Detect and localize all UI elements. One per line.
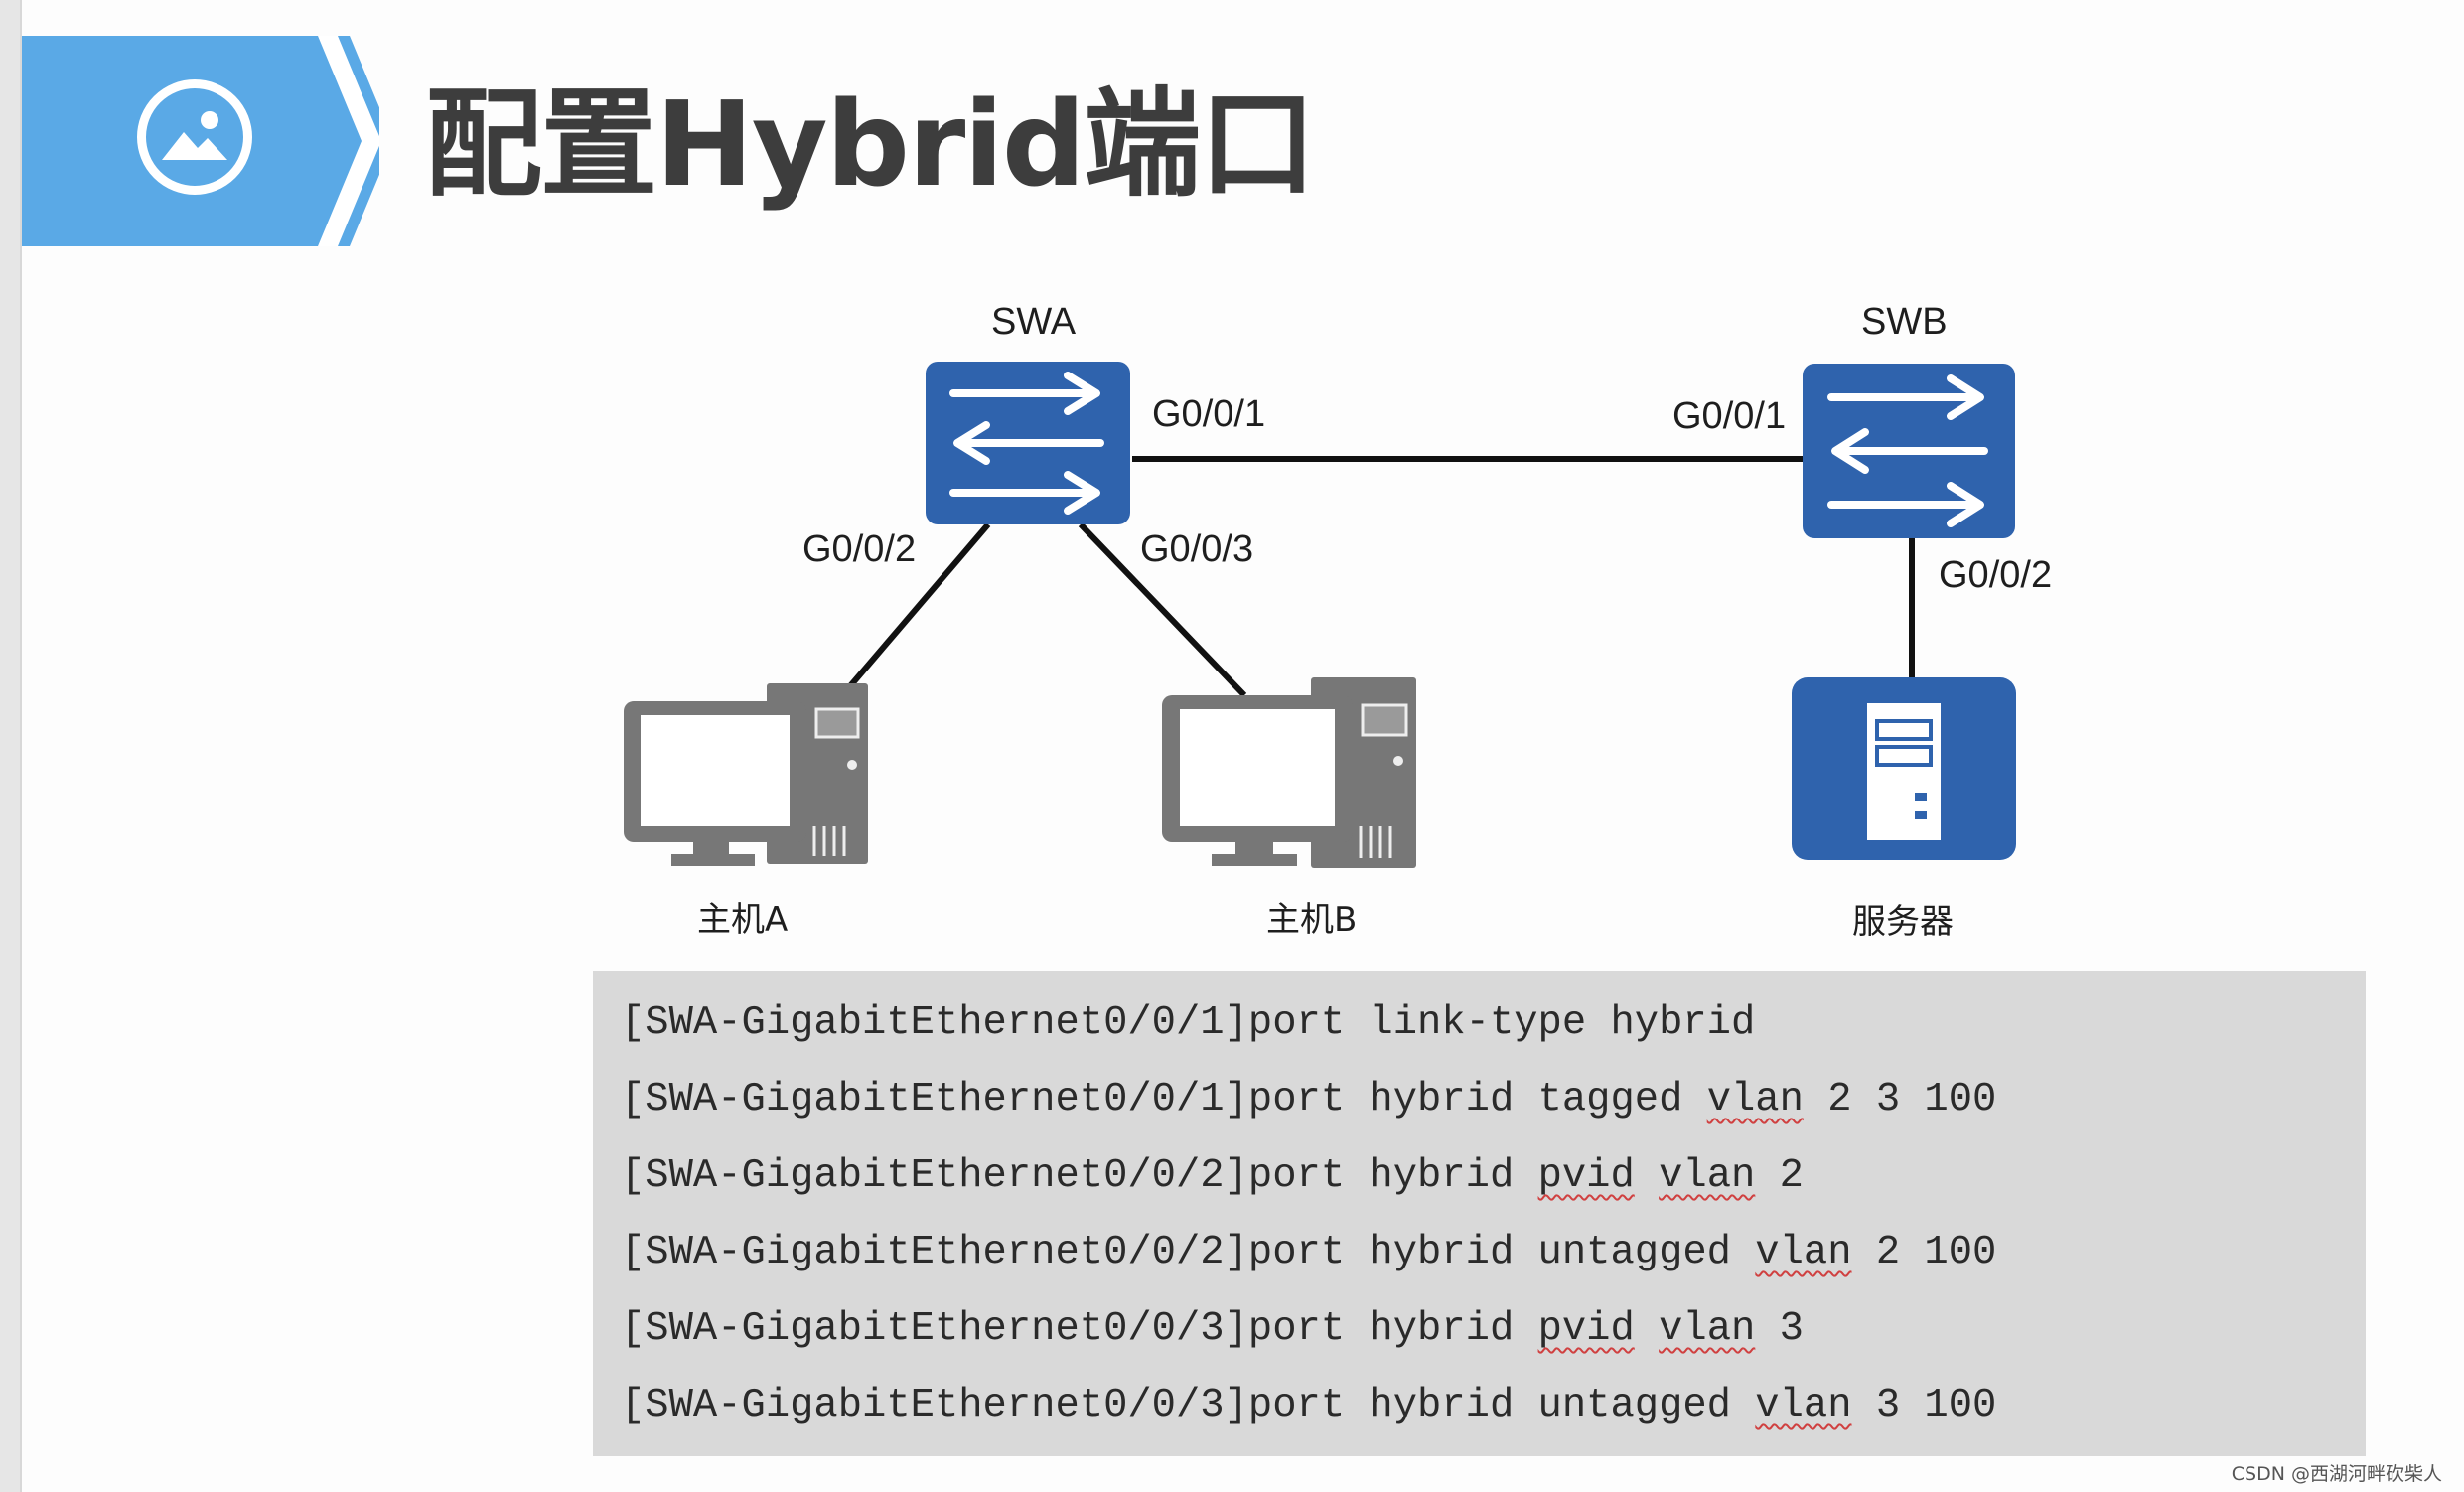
swa-port-g003-label: G0/0/3	[1140, 528, 1254, 570]
command-args: 2 3 100	[1803, 1077, 1997, 1122]
swa-port-g001-label: G0/0/1	[1152, 393, 1266, 435]
switch-a-label: SWA	[991, 301, 1077, 343]
server-icon	[1792, 677, 2016, 860]
command-text: [SWA-GigabitEthernet0/0/3]port hybrid un…	[621, 1383, 1756, 1428]
switch-a-icon	[926, 362, 1130, 524]
left-edge-strip	[0, 0, 22, 1492]
command-line: [SWA-GigabitEthernet0/0/3]port hybrid pv…	[621, 1291, 2366, 1368]
command-args: 3 100	[1851, 1383, 1997, 1428]
switch-b-label: SWB	[1861, 301, 1948, 343]
command-args: 2 100	[1851, 1230, 1997, 1275]
link-swa-hosta	[846, 522, 991, 689]
command-line: [SWA-GigabitEthernet0/0/2]port hybrid pv…	[621, 1138, 2366, 1215]
server-label: 服务器	[1852, 902, 1954, 942]
host-a-label: 主机A	[697, 900, 789, 940]
command-line: [SWA-GigabitEthernet0/0/2]port hybrid un…	[621, 1215, 2366, 1291]
host-a-icon	[624, 683, 868, 866]
command-text: [SWA-GigabitEthernet0/0/1]port link-type…	[621, 1000, 1756, 1046]
command-args: 3	[1755, 1306, 1804, 1352]
command-keyword: vlan	[1706, 1077, 1804, 1122]
command-line: [SWA-GigabitEthernet0/0/1]port link-type…	[621, 985, 2366, 1062]
command-text: [SWA-GigabitEthernet0/0/2]port hybrid un…	[621, 1230, 1756, 1275]
command-keyword: vlan	[1659, 1153, 1756, 1199]
command-space	[1635, 1153, 1659, 1199]
link-swa-hostb	[1078, 522, 1247, 698]
command-keyword: pvid	[1537, 1306, 1635, 1352]
command-line: [SWA-GigabitEthernet0/0/1]port hybrid ta…	[621, 1062, 2366, 1138]
command-keyword: pvid	[1537, 1153, 1635, 1199]
command-line: [SWA-GigabitEthernet0/0/3]port hybrid un…	[621, 1368, 2366, 1444]
command-args: 2	[1755, 1153, 1804, 1199]
host-b-label: 主机B	[1266, 900, 1358, 940]
swa-port-g002-label: G0/0/2	[802, 528, 917, 570]
page-title: 配置Hybrid端口	[425, 75, 1316, 213]
host-b-icon	[1162, 677, 1416, 868]
command-keyword: vlan	[1659, 1306, 1756, 1352]
command-keyword: vlan	[1755, 1383, 1852, 1428]
command-space	[1635, 1306, 1659, 1352]
command-text: [SWA-GigabitEthernet0/0/2]port hybrid	[621, 1153, 1538, 1199]
image-icon	[137, 79, 252, 195]
swb-port-g001-label: G0/0/1	[1672, 395, 1787, 437]
command-text: [SWA-GigabitEthernet0/0/3]port hybrid	[621, 1306, 1538, 1352]
switch-b-icon	[1803, 364, 2015, 538]
command-text: [SWA-GigabitEthernet0/0/1]port hybrid ta…	[621, 1077, 1707, 1122]
command-keyword: vlan	[1755, 1230, 1852, 1275]
watermark: CSDN @西湖河畔砍柴人	[2231, 1463, 2442, 1485]
swb-port-g002-label: G0/0/2	[1939, 554, 2053, 596]
command-box: [SWA-GigabitEthernet0/0/1]port link-type…	[593, 971, 2366, 1456]
